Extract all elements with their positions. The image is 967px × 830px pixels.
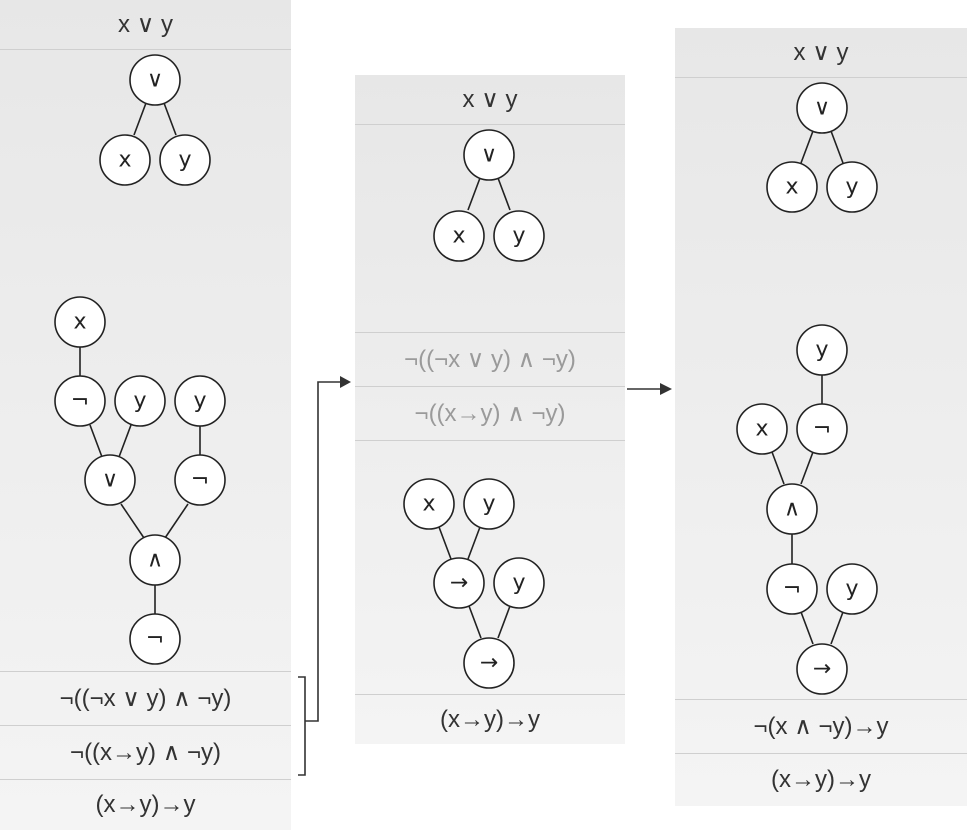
x-node: x	[433, 210, 485, 262]
divider	[355, 694, 625, 695]
svg-text:x: x	[118, 148, 131, 173]
divider	[355, 386, 625, 387]
divider	[355, 124, 625, 125]
not-node: ¬	[54, 375, 106, 427]
svg-text:y: y	[482, 492, 495, 517]
svg-text:∨: ∨	[814, 96, 830, 121]
formula-1: ¬(x ∧ ¬y)→y	[753, 713, 889, 740]
formula-2: ¬((x→y) ∧ ¬y)	[414, 400, 566, 427]
svg-text:∧: ∧	[147, 548, 163, 573]
svg-text:→: →	[450, 571, 468, 596]
divider	[675, 77, 967, 78]
panel-1: x ∨ y ∨ x y x ¬ y y ∨ ¬ ∧ ¬ ¬((¬x ∨ y) ∧…	[0, 0, 291, 830]
formula-3: (x→y)→y	[95, 791, 196, 818]
y-node: y	[796, 324, 848, 376]
formula-1: ¬((¬x ∨ y) ∧ ¬y)	[59, 685, 232, 712]
svg-text:¬: ¬	[191, 468, 209, 493]
svg-text:y: y	[845, 175, 858, 200]
panel-1-header: x ∨ y	[118, 11, 173, 38]
not-node: ¬	[129, 613, 181, 665]
panel-3-tree-2: y x ¬ ∧ ¬ y →	[736, 324, 878, 695]
divider	[0, 779, 291, 780]
panel-2: x ∨ y ∨ x y ¬((¬x ∨ y) ∧ ¬y) ¬((x→y) ∧ ¬…	[355, 75, 625, 744]
not-node: ¬	[174, 454, 226, 506]
formula-2: ¬((x→y) ∧ ¬y)	[70, 739, 221, 766]
svg-text:x: x	[785, 175, 798, 200]
svg-text:y: y	[133, 389, 146, 414]
divider	[0, 725, 291, 726]
panel-1-tree-1: ∨ x y	[99, 54, 211, 186]
svg-text:¬: ¬	[783, 577, 801, 602]
x-node: x	[403, 478, 455, 530]
svg-text:x: x	[422, 492, 435, 517]
x-node: x	[766, 161, 818, 213]
divider	[675, 753, 967, 754]
and-node: ∧	[766, 483, 818, 535]
y-node: y	[159, 134, 211, 186]
panel-2-footer: (x→y)→y	[440, 705, 540, 733]
y-node: y	[463, 478, 515, 530]
y-node: y	[114, 375, 166, 427]
svg-text:∨: ∨	[147, 68, 163, 93]
svg-text:y: y	[512, 224, 525, 249]
y-node: y	[174, 375, 226, 427]
svg-text:y: y	[512, 571, 525, 596]
svg-text:x: x	[73, 310, 86, 335]
svg-text:x: x	[452, 224, 465, 249]
panel-2-tree-1: ∨ x y	[433, 129, 545, 262]
divider	[355, 332, 625, 333]
panel-1-tree-2: x ¬ y y ∨ ¬ ∧ ¬	[54, 296, 226, 665]
not-node: ¬	[796, 403, 848, 455]
implies-node: →	[433, 557, 485, 609]
svg-text:∨: ∨	[102, 468, 118, 493]
or-node: ∨	[129, 54, 181, 106]
divider	[675, 699, 967, 700]
or-node: ∨	[84, 454, 136, 506]
x-node: x	[54, 296, 106, 348]
svg-text:y: y	[178, 148, 191, 173]
divider	[355, 440, 625, 441]
implies-node: →	[463, 637, 515, 689]
or-node: ∨	[463, 129, 515, 181]
y-node: y	[493, 210, 545, 262]
svg-text:¬: ¬	[146, 627, 164, 652]
svg-text:¬: ¬	[71, 389, 89, 414]
panel-3-tree-1: ∨ x y	[766, 82, 878, 213]
panel-2-tree-2: x y → y →	[403, 478, 545, 689]
not-node: ¬	[766, 563, 818, 615]
y-node: y	[826, 563, 878, 615]
x-node: x	[736, 403, 788, 455]
svg-text:→: →	[480, 651, 498, 676]
svg-text:y: y	[845, 577, 858, 602]
formula-1: ¬((¬x ∨ y) ∧ ¬y)	[404, 346, 576, 373]
svg-text:→: →	[813, 657, 831, 682]
panel-3: x ∨ y ∨ x y y x ¬ ∧ ¬ y → ¬(x ∧ ¬y)→y (x…	[675, 28, 967, 806]
divider	[0, 671, 291, 672]
x-node: x	[99, 134, 151, 186]
svg-text:∨: ∨	[481, 143, 497, 168]
svg-text:y: y	[193, 389, 206, 414]
formula-2: (x→y)→y	[771, 766, 871, 793]
svg-text:y: y	[815, 338, 828, 363]
and-node: ∧	[129, 534, 181, 586]
y-node: y	[826, 161, 878, 213]
svg-text:x: x	[755, 417, 768, 442]
y-node: y	[493, 557, 545, 609]
or-node: ∨	[796, 82, 848, 134]
svg-text:∧: ∧	[784, 497, 800, 522]
panel-2-header: x ∨ y	[462, 86, 518, 113]
panel-3-header: x ∨ y	[793, 39, 849, 66]
svg-text:¬: ¬	[813, 417, 831, 442]
implies-node: →	[796, 643, 848, 695]
divider	[0, 49, 291, 50]
